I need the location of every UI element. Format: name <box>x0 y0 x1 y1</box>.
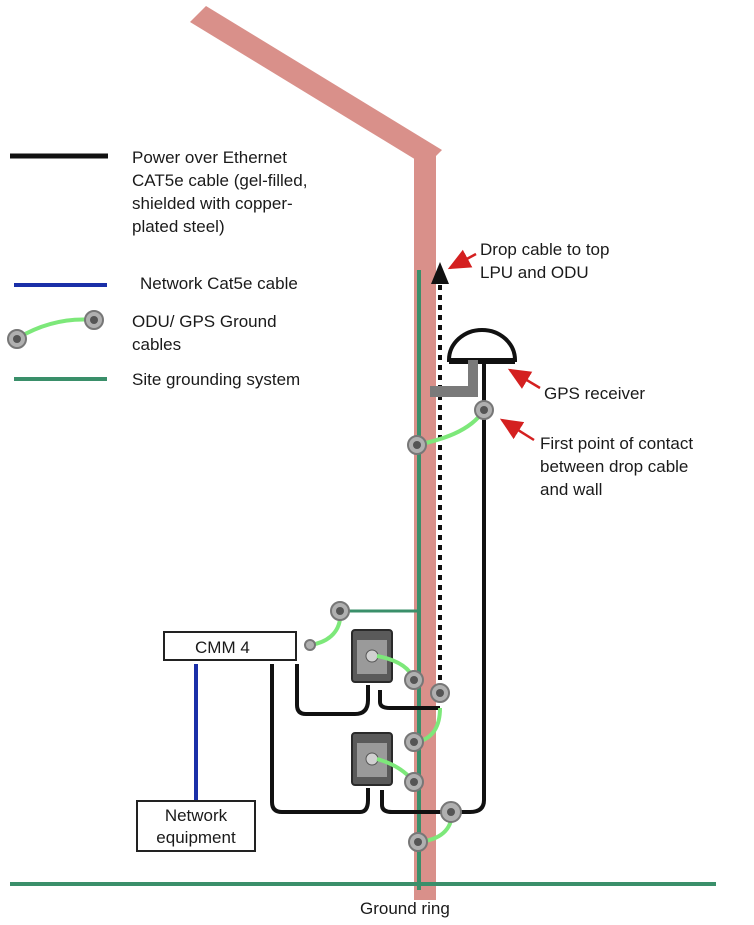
callout-arrow-drop-cable <box>447 249 477 270</box>
legend-ground-cables-label: ODU/ GPS Ground cables <box>132 312 277 354</box>
cmm4-box: CMM 4 <box>163 631 297 661</box>
legend-site-grounding-label: Site grounding system <box>132 370 301 389</box>
callout-arrow-gps <box>507 368 541 390</box>
drop-cable-callout: Drop cable to top LPU and ODU <box>480 240 610 282</box>
first-contact-callout: First point of contact between drop cabl… <box>540 434 694 499</box>
roof <box>190 6 442 166</box>
ground-ring-label: Ground ring <box>360 899 450 918</box>
drop-cable-arrowhead <box>431 262 449 284</box>
gps-dome <box>446 328 518 362</box>
ground-lugs <box>304 400 494 852</box>
gps-mount-bracket <box>430 386 478 397</box>
legend-network-label: Network Cat5e cable <box>140 274 298 293</box>
gps-receiver-callout: GPS receiver <box>544 384 646 403</box>
legend-poe-label: Power over Ethernet CAT5e cable (gel-fil… <box>132 148 308 236</box>
callout-arrow-first-contact <box>499 418 535 442</box>
gps-drop-cable <box>451 362 486 814</box>
poe-cable-upper <box>295 664 370 716</box>
poe-cable-lower <box>270 664 370 814</box>
legend-ground-cable <box>16 317 95 340</box>
network-equipment-box: Network equipment <box>136 800 256 852</box>
